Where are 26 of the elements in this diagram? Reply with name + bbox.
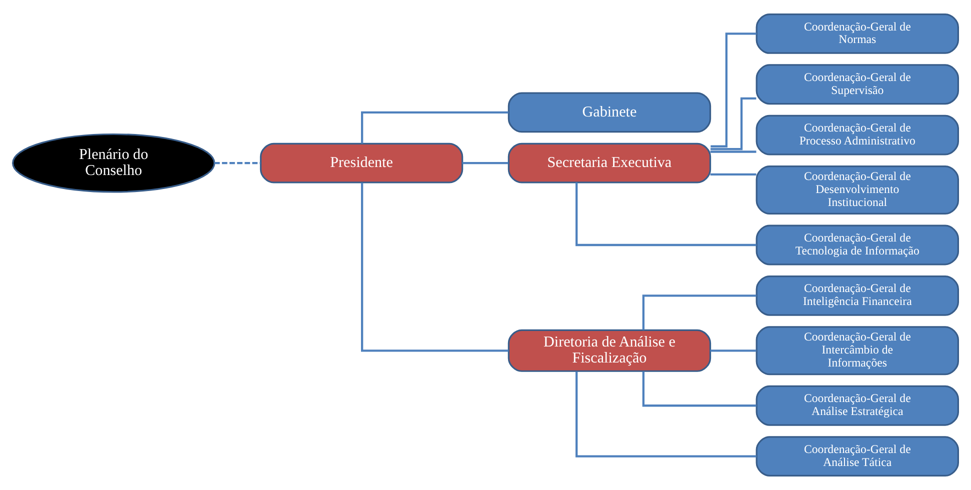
connector (462, 162, 508, 164)
node-box: Coordenação-Geral de Desenvolvimento Institucional (756, 166, 959, 215)
connector (576, 182, 756, 246)
node-box: Presidente (260, 142, 464, 184)
node-box: Gabinete (508, 92, 712, 133)
node-box: Coordenação-Geral de Análise Estratégica (756, 385, 959, 426)
node-box: Coordenação-Geral de Inteligência Financeira (756, 275, 959, 316)
connector (361, 111, 508, 144)
connector (710, 173, 756, 176)
connector (710, 350, 756, 352)
connector (642, 294, 756, 330)
connector (710, 150, 756, 153)
node-box: Coordenação-Geral de Normas (756, 14, 959, 54)
node-box: Coordenação-Geral de Supervisão (756, 64, 959, 105)
connector (642, 371, 756, 407)
node-box: Secretaria Executiva (508, 142, 712, 184)
node-box: Coordenação-Geral de Tecnologia de Informação (756, 224, 959, 266)
connector (576, 372, 756, 458)
connector (361, 182, 508, 352)
node-box: Coordenação-Geral de Intercâmbio de Informações (756, 326, 959, 376)
connector (214, 162, 260, 164)
node-box: Diretoria de Análise e Fiscalização (508, 329, 712, 372)
node-ellipse: Plenário do Conselho (12, 133, 216, 193)
node-box: Coordenação-Geral de Processo Administrativo (756, 114, 959, 156)
node-box: Coordenação-Geral de Análise Tática (756, 436, 959, 476)
connector (710, 32, 756, 148)
